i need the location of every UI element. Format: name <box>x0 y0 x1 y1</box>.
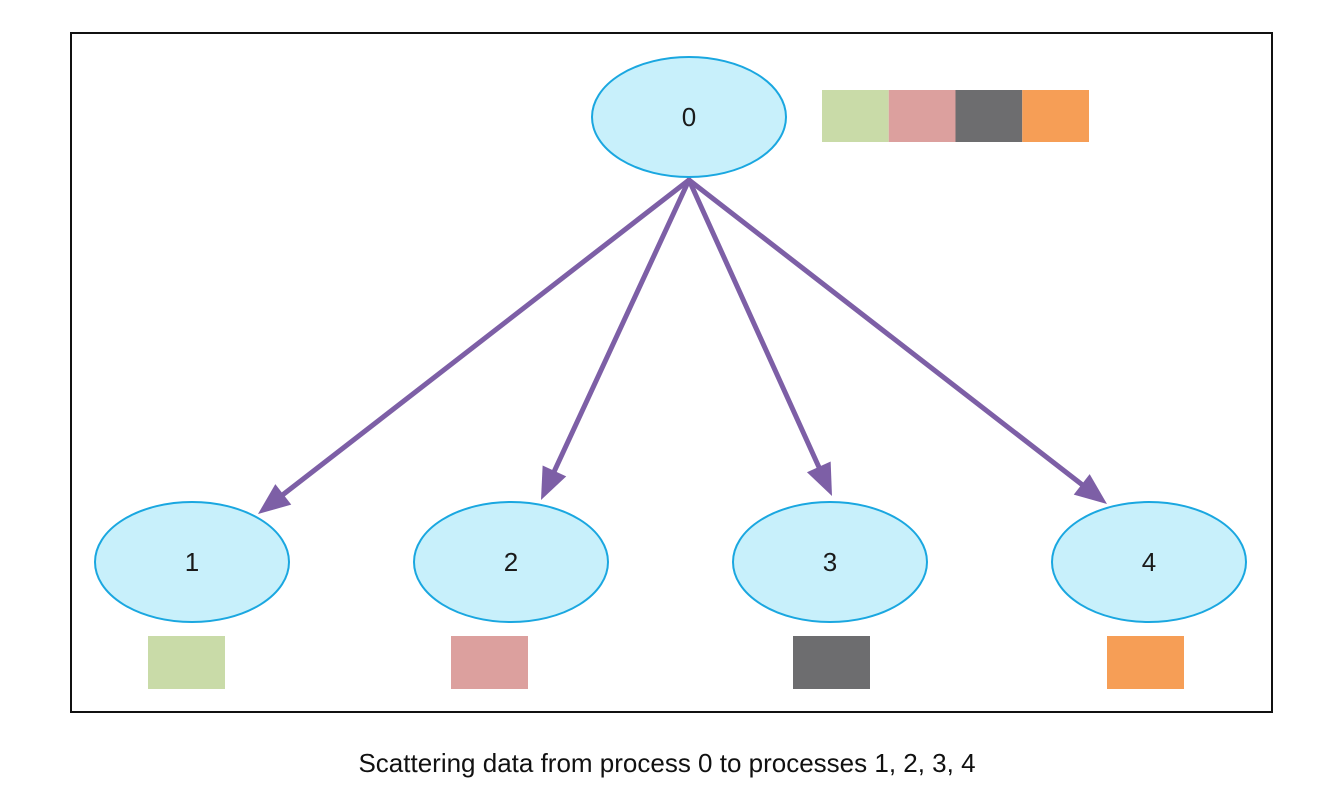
child-chunk-3 <box>793 636 870 689</box>
child-node-3-label: 3 <box>823 547 837 577</box>
child-node-4-label: 4 <box>1142 547 1156 577</box>
arrow-head-3 <box>806 461 832 496</box>
child-node-1-label: 1 <box>185 547 199 577</box>
root-buffer-cell-2 <box>888 90 956 142</box>
arrow-head-1 <box>258 484 292 514</box>
root-node-ellipse <box>591 56 787 178</box>
root-buffer-cell-4 <box>1022 90 1089 142</box>
figure-caption: Scattering data from process 0 to proces… <box>358 748 976 778</box>
child-node-4: 4 <box>1051 501 1247 623</box>
child-node-2-label: 2 <box>504 547 518 577</box>
arrow-line-2 <box>551 177 692 474</box>
diagram-frame <box>70 32 1273 713</box>
child-chunk-2 <box>451 636 528 689</box>
root-node-label: 0 <box>682 102 696 132</box>
root-node: 0 <box>591 56 787 178</box>
root-buffer-cell-1 <box>822 90 889 142</box>
child-node-4-ellipse <box>1051 501 1247 623</box>
child-node-3: 3 <box>732 501 928 623</box>
child-node-1: 1 <box>94 501 290 623</box>
root-buffer-cell-3 <box>955 90 1023 142</box>
arrow-line-1 <box>280 177 692 497</box>
child-chunk-4 <box>1107 636 1184 689</box>
child-node-3-ellipse <box>732 501 928 623</box>
arrow-line-4 <box>686 177 1085 487</box>
child-node-2-ellipse <box>413 501 609 623</box>
arrow-head-2 <box>541 465 567 500</box>
scatter-diagram: 0 1 2 3 4 <box>70 32 1273 713</box>
arrow-line-3 <box>686 177 822 470</box>
arrow-head-4 <box>1073 474 1107 504</box>
child-node-2: 2 <box>413 501 609 623</box>
child-node-1-ellipse <box>94 501 290 623</box>
root-data-buffer <box>822 90 1089 142</box>
child-chunk-1 <box>148 636 225 689</box>
arrows-layer <box>258 177 1107 514</box>
